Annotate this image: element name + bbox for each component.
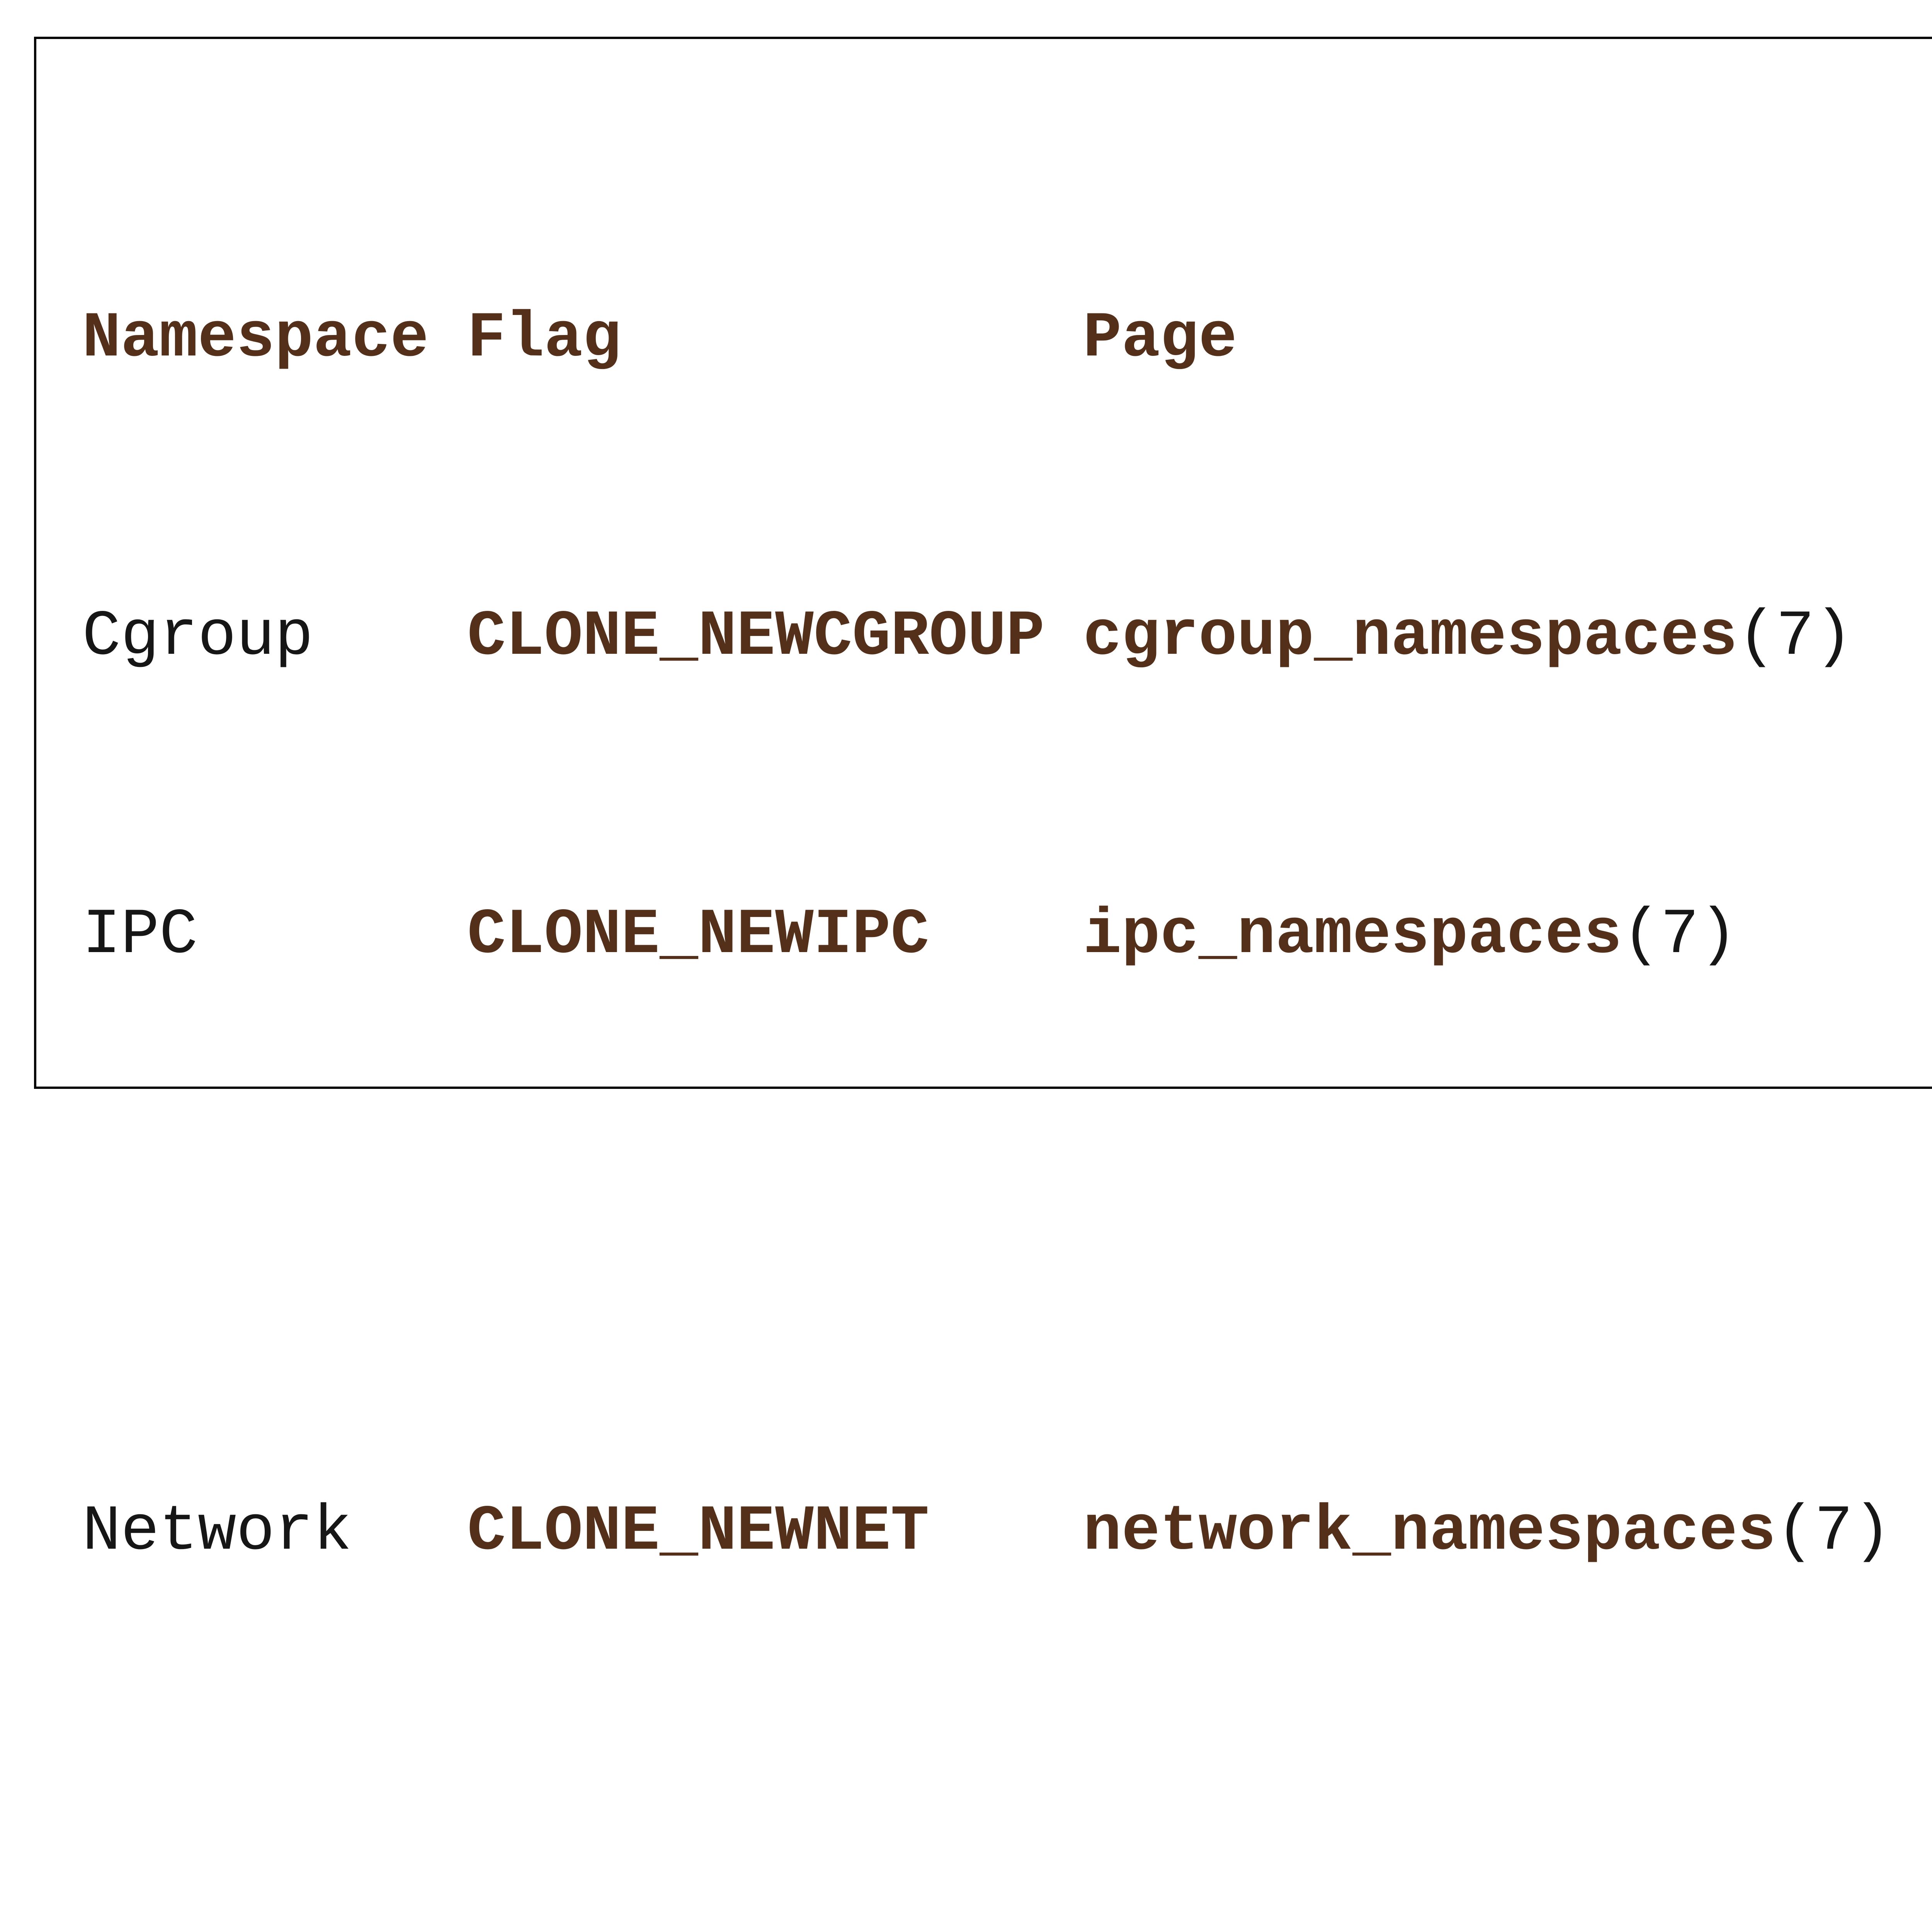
namespaces-table: Namespace Flag Page Isolates Cgroup CLON…: [82, 78, 1932, 1932]
table-row: IPC CLONE_NEWIPC ipc_namespaces(7) Syste…: [82, 898, 1932, 973]
page-section: (7): [1737, 600, 1853, 673]
page-link[interactable]: cgroup_namespaces: [1083, 600, 1738, 673]
table-row: Network CLONE_NEWNET network_namespaces(…: [82, 1495, 1932, 1569]
page-cell: ipc_namespaces(7): [1083, 898, 1738, 973]
table-header-row: Namespace Flag Page Isolates: [82, 301, 1932, 376]
namespace-cell: IPC: [82, 899, 198, 971]
table-frame: Namespace Flag Page Isolates Cgroup CLON…: [34, 37, 1932, 1866]
page-section: (7): [1622, 899, 1738, 971]
page-link[interactable]: ipc_namespaces: [1083, 899, 1622, 971]
isolates-cell: POSIX message queues: [1930, 1196, 1932, 1271]
flag-cell: CLONE_NEWCGROUP: [467, 600, 1045, 673]
isolates-cell: Cgroup root directory: [1930, 600, 1932, 674]
table-row-continuation: POSIX message queues: [82, 1196, 1932, 1271]
table-row-continuation: stacks, ports, etc.: [82, 1793, 1932, 1867]
flag-cell: CLONE_NEWIPC: [467, 899, 929, 971]
page-section: (7): [1776, 1495, 1891, 1568]
namespace-cell: Network: [82, 1495, 352, 1568]
isolates-cell: System V IPC,: [1930, 898, 1932, 973]
page-background: { "table": { "colors": { "accent": "#543…: [34, 37, 1932, 1866]
namespace-cell: Cgroup: [82, 600, 313, 673]
header-flag: Flag: [467, 302, 621, 375]
page-cell: cgroup_namespaces(7): [1083, 600, 1853, 674]
header-isolates: Isolates: [1930, 301, 1932, 376]
isolates-cell: stacks, ports, etc.: [1930, 1793, 1932, 1867]
page-cell: network_namespaces(7): [1083, 1495, 1891, 1569]
header-namespace: Namespace: [82, 302, 429, 375]
table-row: Cgroup CLONE_NEWCGROUP cgroup_namespaces…: [82, 600, 1932, 674]
header-page: Page: [1083, 302, 1237, 375]
isolates-cell: Network devices,: [1930, 1495, 1932, 1569]
page-link[interactable]: network_namespaces: [1083, 1495, 1776, 1568]
flag-cell: CLONE_NEWNET: [467, 1495, 929, 1568]
